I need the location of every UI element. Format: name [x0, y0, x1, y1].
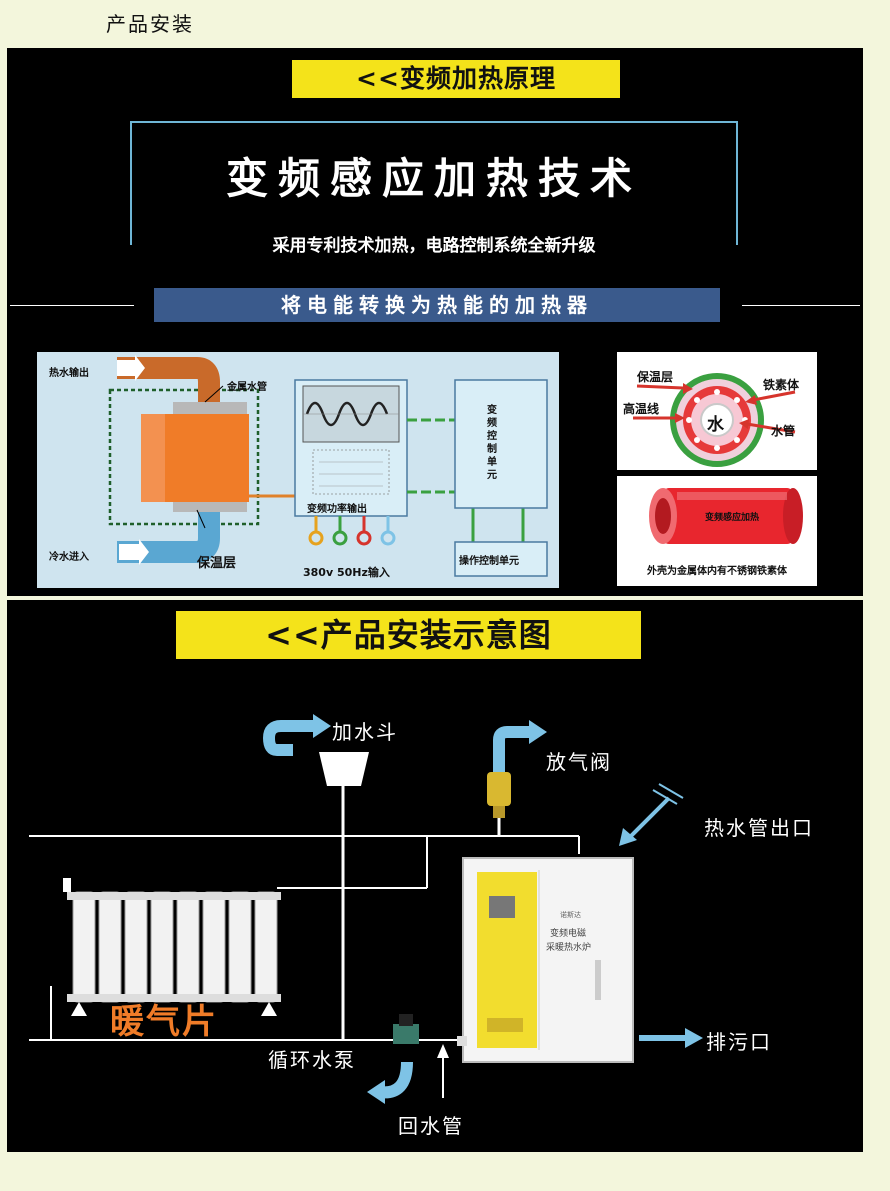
page-title: 产品安装	[106, 12, 194, 36]
tech-subtitle: 采用专利技术加热，电路控制系统全新升级	[130, 231, 738, 256]
cross-insulation-label: 保温层	[637, 370, 674, 384]
pump-label: 循环水泵	[268, 1048, 356, 1072]
hot-arrow-icon	[117, 355, 145, 381]
operate-unit-label: 操作控制单元	[459, 556, 519, 567]
return-pipe-label: 回水管	[398, 1114, 464, 1138]
cross-section-svg	[633, 373, 796, 467]
cold-pipe	[117, 502, 220, 563]
radiator-label: 暖气片	[110, 1002, 218, 1042]
divider-right	[742, 305, 860, 306]
induction-diagram: 热水输出 金属水管 冷水进入 保温层 变频功率输出 变频控制单元 操作控制单元 …	[37, 352, 559, 588]
pump-arrow-icon	[367, 1080, 385, 1104]
hot-out-label: 热水输出	[49, 368, 89, 379]
funnel-shape	[319, 752, 369, 786]
cross-hot-wire-label: 高温线	[623, 402, 660, 416]
power-input-label: 380v 50Hz输入	[303, 566, 390, 579]
cross-water-label: 水	[707, 415, 724, 435]
funnel-label: 加水斗	[332, 720, 398, 744]
outlet-arrow-icon	[619, 828, 637, 846]
vent-valve-label: 放气阀	[546, 750, 612, 774]
principle-banner: <<变频加热原理	[292, 60, 620, 98]
tube-card: 变频感应加热 外壳为金属体内有不锈钢铁素体	[617, 476, 817, 586]
funnel-arrow-icon	[313, 714, 331, 738]
control-unit-label: 变频控制单元	[487, 405, 497, 481]
tube-caption: 外壳为金属体内有不锈钢铁素体	[647, 566, 787, 577]
tube-svg	[649, 488, 803, 544]
vent-arrow-icon	[529, 720, 547, 744]
cold-in-label: 冷水进入	[49, 552, 89, 563]
freq-output-label: 变频功率输出	[307, 504, 367, 515]
vent-valve	[487, 772, 511, 806]
tech-title: 变频感应加热技术	[225, 154, 642, 203]
drain-arrow-icon	[685, 1028, 703, 1048]
cross-water-pipe-label: 水管	[771, 424, 796, 438]
divider-left	[10, 305, 134, 306]
hot-pipe	[117, 357, 220, 412]
cross-ferrite-label: 铁素体	[763, 378, 800, 392]
install-banner: <<产品安装示意图	[176, 611, 641, 659]
induction-diagram-svg	[108, 355, 548, 577]
install-panel	[7, 600, 863, 1152]
radiator-shape	[72, 891, 278, 1003]
metal-pipe-label: 金属水管	[227, 382, 267, 393]
heater-banner: 将电能转换为热能的加热器	[154, 288, 720, 322]
cold-arrow-icon	[119, 539, 149, 565]
operate-unit-box	[454, 541, 548, 577]
pump-shape	[393, 1024, 419, 1044]
control-unit-box	[454, 379, 548, 509]
drain-label: 排污口	[706, 1030, 772, 1054]
boiler-brand-text: 变频电磁	[550, 929, 587, 939]
tech-frame	[130, 121, 738, 245]
boiler-top-text: 诺斯达	[560, 911, 581, 919]
insulation-box	[108, 388, 260, 526]
hot-pipe-out-label: 热水管出口	[704, 816, 814, 840]
tube-label: 变频感应加热	[705, 513, 760, 523]
tech-subtitle-text: 采用专利技术加热，电路控制系统全新升级	[262, 236, 606, 256]
insulation-label: 保温层	[197, 556, 237, 571]
cross-section-card: 保温层 铁素体 高温线 水 水管	[617, 352, 817, 470]
boiler-name-text: 采暖热水炉	[546, 943, 592, 953]
install-diagram-svg	[29, 714, 703, 1104]
tube-cap-top	[173, 402, 247, 416]
return-arrow-icon	[437, 1044, 449, 1058]
